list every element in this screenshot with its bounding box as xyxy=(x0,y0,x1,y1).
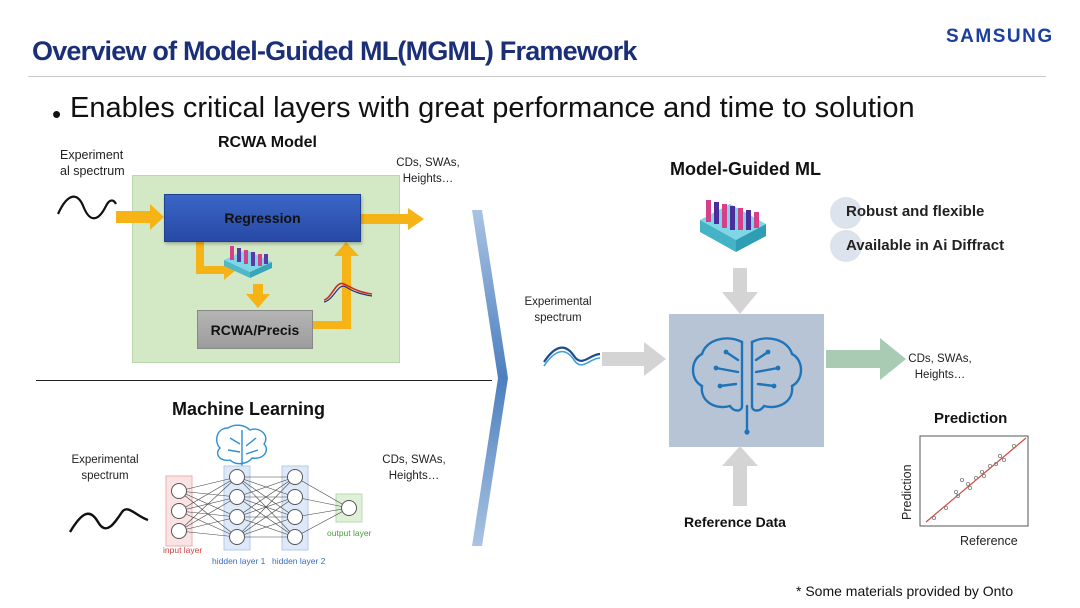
nn-node xyxy=(229,469,245,485)
mgml-heading: Model-Guided ML xyxy=(670,159,821,179)
nn-connection xyxy=(178,476,238,532)
mgml-output-label: CDs, SWAs,Heights… xyxy=(908,353,972,381)
up-arrow-icon xyxy=(722,446,758,466)
chevron-divider-icon xyxy=(472,210,508,546)
feature-bullet-icon xyxy=(830,197,862,229)
plot-xlabel: Reference xyxy=(960,534,1018,548)
nn-node xyxy=(229,489,245,505)
nn-connection xyxy=(236,476,296,538)
nn-node xyxy=(229,509,245,525)
down-arrow-icon xyxy=(722,292,758,314)
wafer-structure-icon xyxy=(700,200,766,252)
down-arrow-icon xyxy=(246,294,270,308)
rcwa-flow-graphic xyxy=(56,195,424,329)
prediction-heading: Prediction xyxy=(934,410,1008,427)
nn-connection xyxy=(178,530,238,538)
input-layer-label: input layer xyxy=(163,545,203,555)
feature-robust: Robust and flexible xyxy=(846,203,985,220)
output-layer-label: output layer xyxy=(327,528,372,538)
output-arrow-icon xyxy=(880,338,906,380)
input-arrow-icon xyxy=(644,342,666,376)
nn-node xyxy=(229,529,245,545)
brain-circuit-icon xyxy=(691,337,803,434)
reference-data-label: Reference Data xyxy=(684,514,786,530)
nn-connection xyxy=(178,516,238,532)
ml-output-label: CDs, SWAs,Heights… xyxy=(382,454,446,482)
nn-connection xyxy=(294,496,350,509)
regression-box: Regression xyxy=(164,194,361,242)
rcwa-heading: RCWA Model xyxy=(218,134,317,151)
nn-connection xyxy=(236,516,296,538)
nn-connection xyxy=(178,476,238,492)
wafer-structure-icon xyxy=(224,246,272,278)
nn-node xyxy=(287,489,303,505)
header-divider xyxy=(28,76,1046,77)
ml-heading: Machine Learning xyxy=(172,399,326,419)
feature-bullet-icon xyxy=(830,230,862,262)
scatter-points xyxy=(931,443,1017,521)
nn-connection xyxy=(178,476,238,512)
nn-node xyxy=(171,483,187,499)
footnote: * Some materials provided by Onto xyxy=(796,583,1014,599)
nn-connection xyxy=(236,496,296,538)
bullet-text: Enables critical layers with great perfo… xyxy=(70,92,915,124)
section-divider xyxy=(36,380,492,381)
nn-node xyxy=(287,509,303,525)
spectrum-curve-icon xyxy=(56,195,117,220)
parity-plot xyxy=(919,435,1029,527)
nn-node xyxy=(287,529,303,545)
nn-connection xyxy=(294,507,350,538)
nn-connection xyxy=(294,476,350,509)
nn-node xyxy=(171,503,187,519)
mgml-flow-graphic xyxy=(543,200,906,506)
hidden-layer-2-label: hidden layer 2 xyxy=(272,556,326,566)
plot-ylabel: Prediction xyxy=(900,464,914,520)
neural-network-diagram xyxy=(68,424,363,551)
up-arrow-icon xyxy=(334,242,359,256)
spectrum-curve-icon xyxy=(543,346,601,363)
hidden-layer-1-label: hidden layer 1 xyxy=(212,556,266,566)
rcwa-precis-box: RCWA/Precis xyxy=(197,310,313,349)
nn-node xyxy=(341,500,357,516)
output-arrow-icon xyxy=(408,208,424,230)
spectrum-curve-icon xyxy=(68,508,149,533)
rcwa-output-label: CDs, SWAs,Heights… xyxy=(396,157,460,185)
nn-node xyxy=(171,523,187,539)
nn-connection xyxy=(236,476,296,518)
feature-aidiffract: Available in Ai Diffract xyxy=(846,237,1005,254)
nn-connection xyxy=(178,496,238,532)
bullet-dot-icon: • xyxy=(52,99,62,129)
nn-node xyxy=(287,469,303,485)
brain-small-icon xyxy=(216,424,268,468)
slide-title: Overview of Model-Guided ML(MGML) Framew… xyxy=(32,36,637,66)
input-arrow-icon xyxy=(150,204,164,230)
nn-connection xyxy=(294,507,350,518)
samsung-logo: SAMSUNG xyxy=(946,26,1054,47)
nn-connection xyxy=(236,476,296,498)
